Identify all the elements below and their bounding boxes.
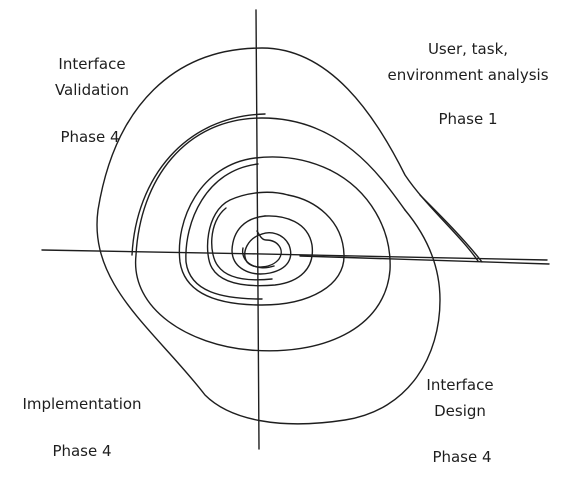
spiral bbox=[96, 47, 483, 425]
label-phase-bottom-left: Phase 4 bbox=[52, 442, 111, 460]
quadrant-top-right-labels: User, task, environment analysis Phase 1 bbox=[387, 40, 548, 128]
axes bbox=[41, 9, 550, 450]
spiral-loop-4-stroke-2 bbox=[211, 207, 273, 281]
quadrant-top-left-labels: Interface Validation Phase 4 bbox=[55, 55, 129, 146]
label-interface-validation-2: Validation bbox=[55, 81, 129, 99]
label-user-task: User, task, bbox=[428, 40, 508, 58]
spiral-loop-outer-tail bbox=[419, 194, 483, 263]
horizontal-axis bbox=[41, 249, 548, 261]
label-interface-design-1: Interface bbox=[426, 376, 493, 394]
spiral-loop-outer bbox=[96, 47, 479, 425]
spiral-loop-3-stroke-2 bbox=[185, 163, 263, 300]
label-environment-analysis: environment analysis bbox=[387, 66, 548, 84]
label-interface-design-2: Design bbox=[434, 402, 486, 420]
vertical-axis bbox=[255, 9, 260, 450]
spiral-loop-2-stroke-2 bbox=[131, 113, 266, 256]
label-phase-top-right: Phase 1 bbox=[438, 110, 497, 128]
horizontal-axis-stroke-2 bbox=[299, 255, 550, 265]
label-interface-validation-1: Interface bbox=[58, 55, 125, 73]
spiral-loop-center-stroke-2 bbox=[242, 247, 275, 269]
quadrant-bottom-right-labels: Interface Design Phase 4 bbox=[426, 376, 493, 466]
quadrant-bottom-left-labels: Implementation Phase 4 bbox=[22, 395, 141, 460]
spiral-loop-4 bbox=[206, 191, 314, 287]
spiral-loop-center bbox=[244, 230, 282, 268]
spiral-loop-2 bbox=[135, 117, 406, 352]
label-phase-top-left: Phase 4 bbox=[60, 128, 119, 146]
spiral-loop-3 bbox=[178, 156, 345, 306]
label-phase-bottom-right: Phase 4 bbox=[432, 448, 491, 466]
label-implementation: Implementation bbox=[22, 395, 141, 413]
spiral-loop-inner bbox=[231, 215, 292, 275]
